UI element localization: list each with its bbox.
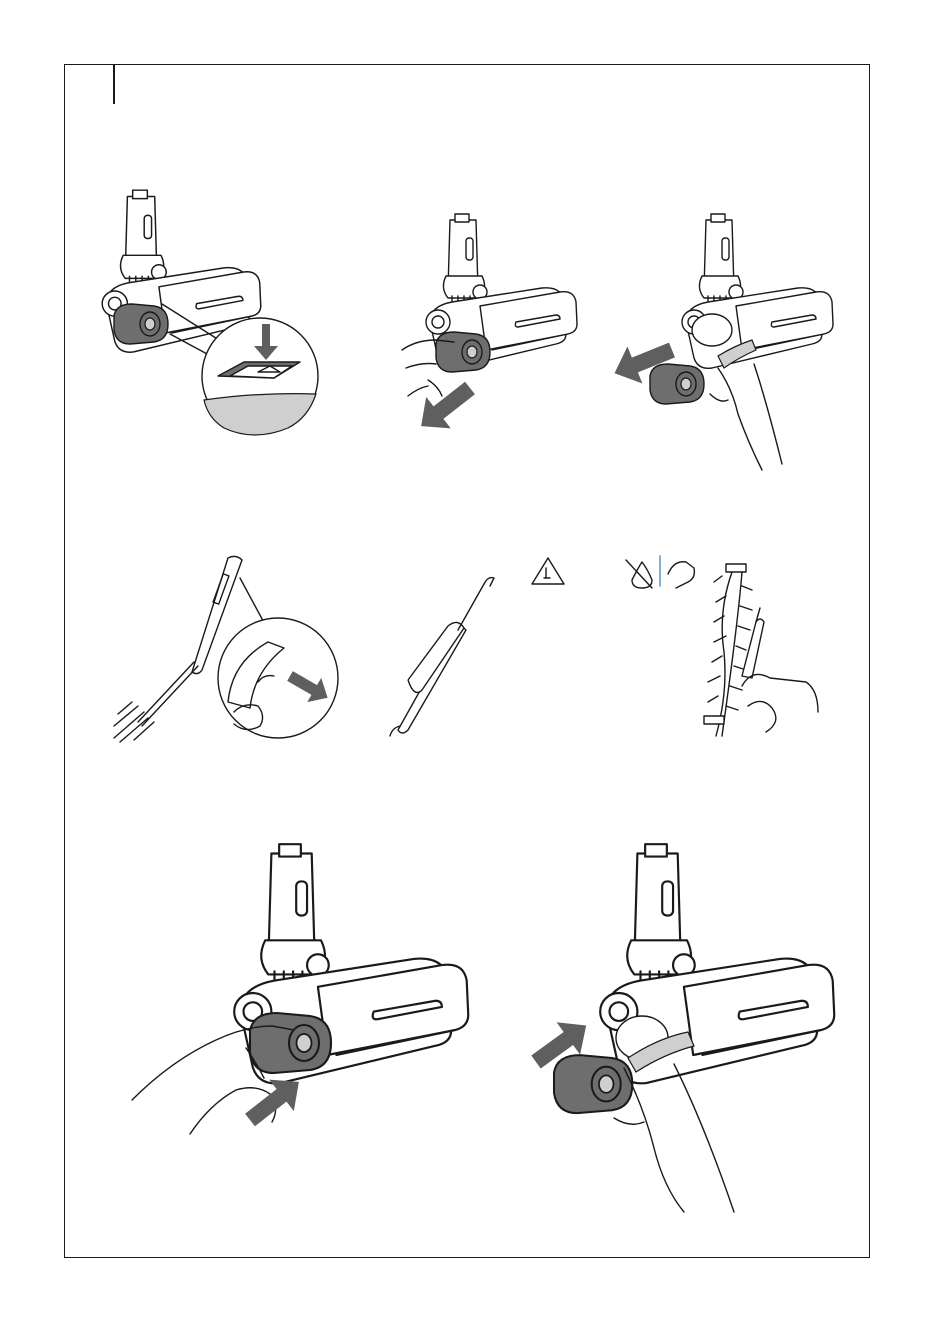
refit-end-cap-icon [132, 838, 462, 1138]
panel-cleaning-brush [108, 552, 340, 748]
panel-refit-end-cap [132, 838, 462, 1138]
cleaning-brush-icon [108, 552, 340, 748]
hair-cutter-icon [384, 550, 570, 740]
sharp-edge-warning-icon [532, 558, 564, 584]
panel-hair-cutter [384, 550, 570, 740]
insert-brush-roll-icon [524, 838, 860, 1212]
panel-remove-brush-roll [614, 210, 844, 472]
panel-cut-hair [622, 556, 832, 742]
no-water-icon [626, 560, 652, 588]
panel-press-release-button [98, 186, 330, 438]
page-tab-marker [113, 64, 115, 104]
press-release-button-icon [98, 186, 330, 438]
remove-brush-roll-icon [614, 210, 844, 472]
hand-clean-icon [668, 562, 694, 588]
panel-insert-brush-roll [524, 838, 860, 1212]
panel-pull-end-cap [398, 210, 598, 418]
pull-end-cap-icon [398, 210, 598, 418]
cut-hair-icon [622, 556, 832, 742]
